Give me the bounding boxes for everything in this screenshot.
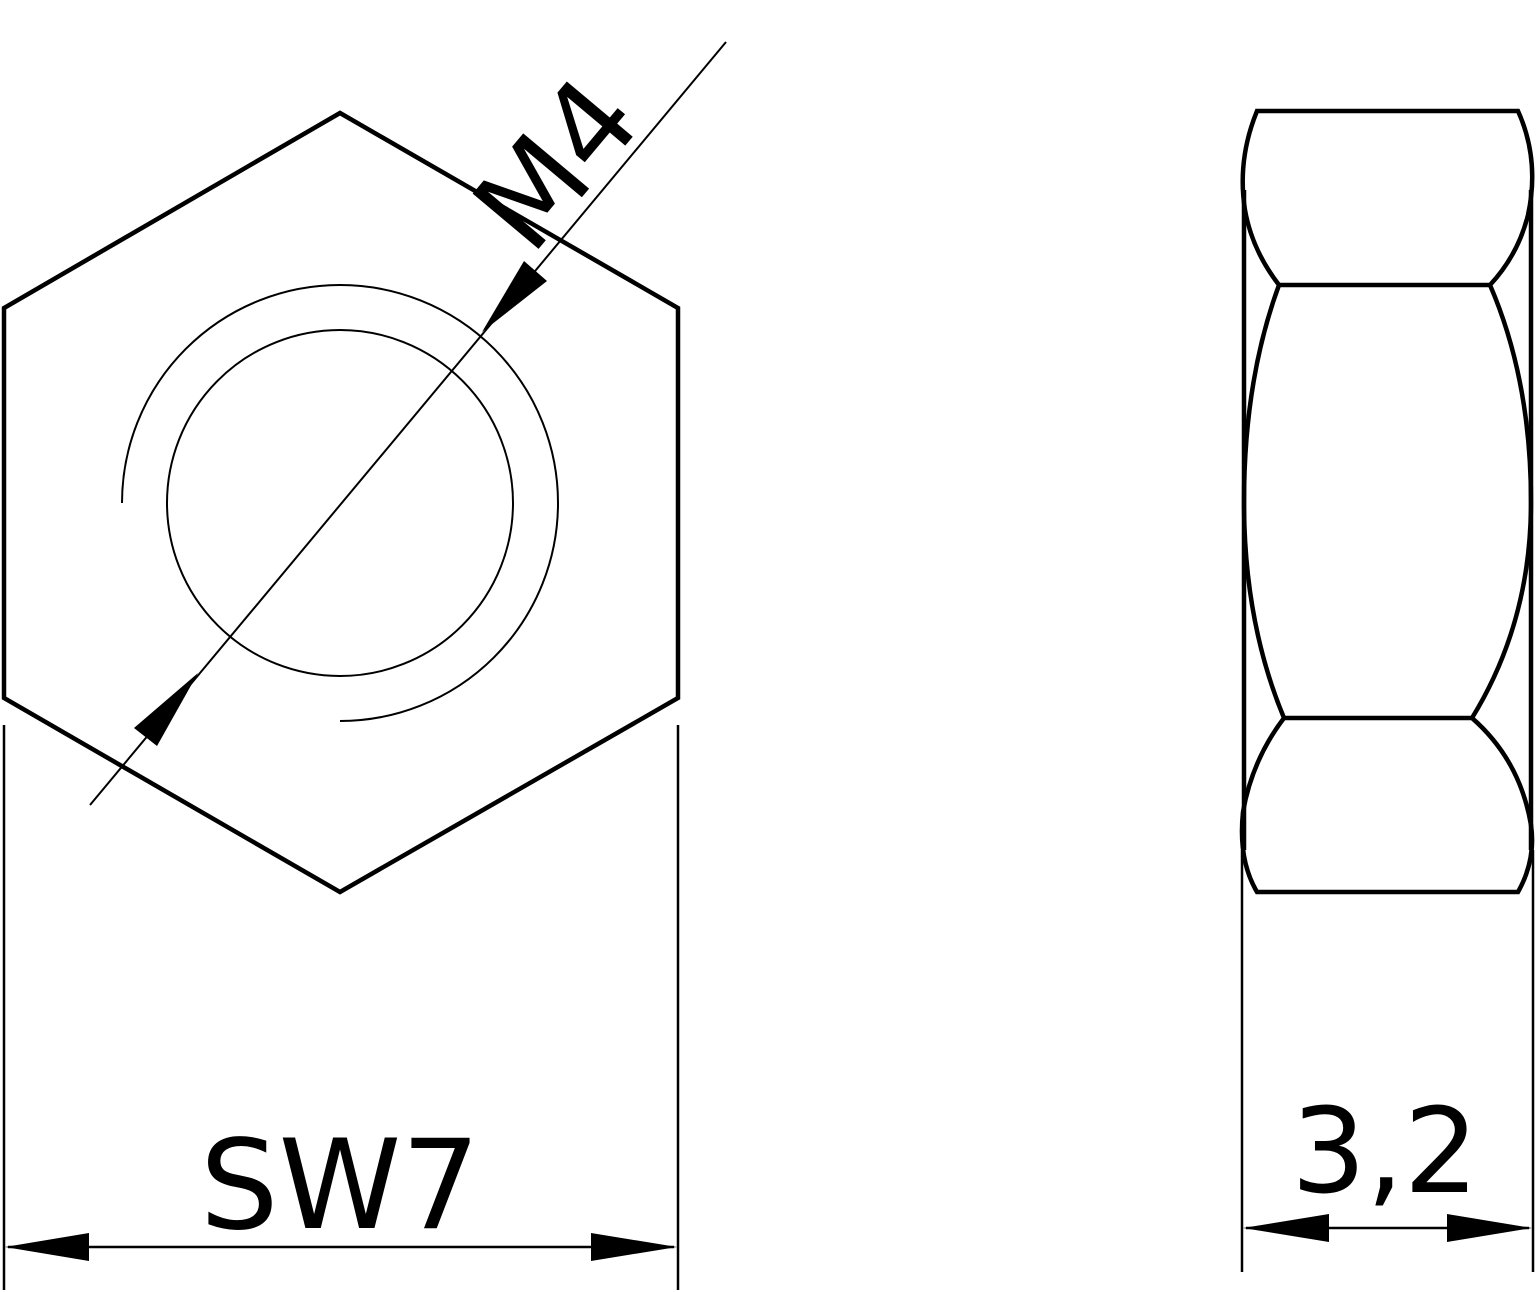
- front-view: M4 SW7: [1, 41, 727, 1290]
- middle-face: [1241, 284, 1534, 720]
- m4-arrow-lower: [134, 673, 198, 746]
- bore-circle: [166, 329, 514, 677]
- height-label: 3,2: [1291, 1082, 1479, 1220]
- sw7-arrow-left: [5, 1233, 89, 1261]
- height-arrow-right: [1447, 1214, 1532, 1242]
- sw7-label: SW7: [200, 1114, 480, 1258]
- thread-arc: [121, 284, 559, 722]
- m4-arrow-upper: [482, 261, 547, 332]
- m4-label: M4: [447, 52, 666, 276]
- m4-dimension-line: [89, 41, 727, 806]
- top-face: [1240, 108, 1535, 288]
- bottom-face: [1239, 715, 1535, 895]
- side-view: 3,2: [1239, 108, 1535, 1272]
- height-arrow-left: [1243, 1214, 1329, 1242]
- sw7-arrow-right: [591, 1233, 677, 1261]
- hexagon-outline: [1, 110, 681, 895]
